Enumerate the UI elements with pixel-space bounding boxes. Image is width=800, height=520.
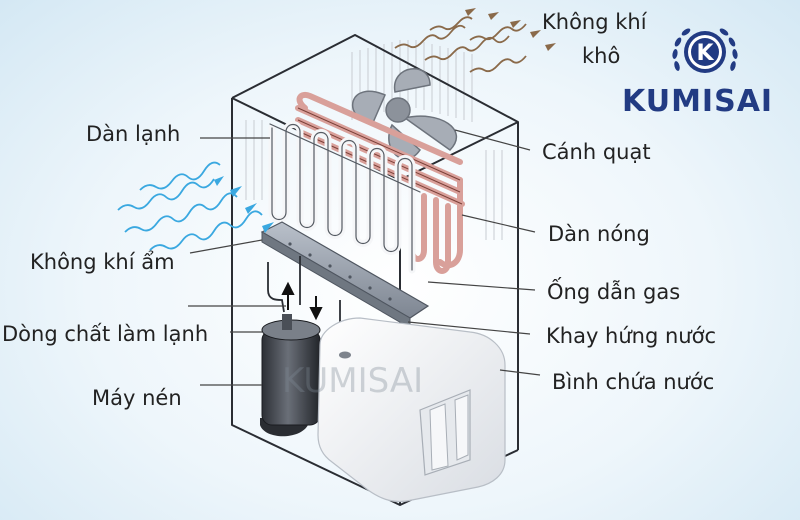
label-fan: Cánh quạt <box>542 140 651 164</box>
label-refrigerant-flow: Dòng chất làm lạnh <box>2 322 209 346</box>
cold-coil-outline <box>269 123 421 271</box>
label-water-tank: Bình chứa nước <box>552 370 715 394</box>
label-drip-tray: Khay hứng nước <box>546 324 716 348</box>
label-gas-pipe: Ống dẫn gas <box>547 280 681 304</box>
logo-badge <box>672 28 738 73</box>
label-dry-air-line1: Không khí <box>542 10 647 34</box>
label-cold-coil: Dàn lạnh <box>86 122 181 146</box>
label-hot-coil: Dàn nóng <box>548 222 650 246</box>
humid-air-arrows <box>117 161 263 251</box>
compressor <box>260 314 321 437</box>
refrigerant-arrows <box>281 281 323 321</box>
back-panel <box>245 40 503 240</box>
label-humid-air: Không khí ẩm <box>30 250 175 274</box>
water-tank <box>317 317 506 503</box>
label-dry-air-line2: khô <box>582 44 621 68</box>
humid-air-arrowheads <box>214 176 274 233</box>
logo-letter: K <box>696 41 714 66</box>
logo-brand-text: KUMISAI <box>622 84 774 119</box>
dry-air-arrows <box>394 16 527 73</box>
dry-air-arrowheads <box>465 8 556 51</box>
drip-tray <box>260 221 430 329</box>
label-compressor: Máy nén <box>92 386 182 410</box>
leader-lines <box>188 129 541 386</box>
fan <box>352 68 457 160</box>
watermark: KUMISAI <box>282 361 423 401</box>
